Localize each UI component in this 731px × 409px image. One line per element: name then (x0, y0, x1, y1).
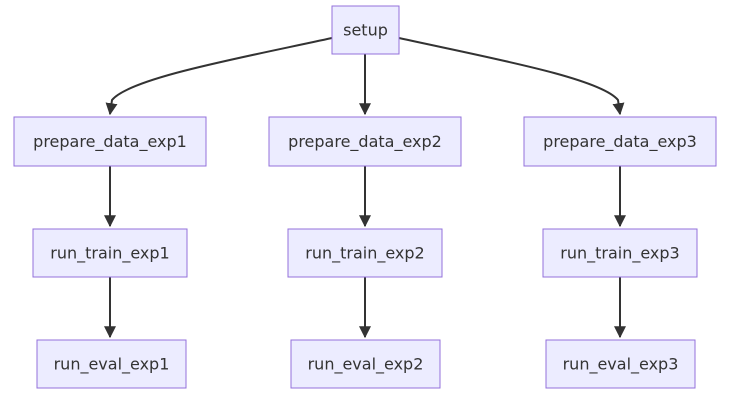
nodes: setup prepare_data_exp1 prepare_data_exp… (13, 5, 717, 389)
node-run-eval-exp3-label: run_eval_exp3 (563, 355, 679, 375)
edge-setup-to-prepare-data-exp3 (398, 37, 625, 116)
node-prepare-data-exp2[interactable]: prepare_data_exp2 (268, 116, 462, 167)
node-run-eval-exp1-label: run_eval_exp1 (54, 355, 170, 375)
node-run-train-exp3-label: run_train_exp3 (560, 244, 679, 264)
edge-setup-to-prepare-data-exp1 (105, 37, 333, 116)
node-run-eval-exp2[interactable]: run_eval_exp2 (290, 339, 441, 389)
edges (104, 37, 626, 339)
node-run-train-exp2-label: run_train_exp2 (305, 244, 424, 264)
node-prepare-data-exp3[interactable]: prepare_data_exp3 (523, 116, 717, 167)
node-setup[interactable]: setup (331, 5, 400, 55)
node-run-train-exp1[interactable]: run_train_exp1 (32, 228, 188, 278)
node-run-train-exp3[interactable]: run_train_exp3 (542, 228, 698, 278)
node-run-eval-exp3[interactable]: run_eval_exp3 (545, 339, 696, 389)
node-run-train-exp2[interactable]: run_train_exp2 (287, 228, 443, 278)
node-run-eval-exp1[interactable]: run_eval_exp1 (36, 339, 187, 389)
node-prepare-data-exp2-label: prepare_data_exp2 (288, 132, 442, 152)
node-prepare-data-exp1-label: prepare_data_exp1 (33, 132, 187, 152)
node-prepare-data-exp1[interactable]: prepare_data_exp1 (13, 116, 207, 167)
node-prepare-data-exp3-label: prepare_data_exp3 (543, 132, 697, 152)
node-run-train-exp1-label: run_train_exp1 (50, 244, 169, 264)
node-run-eval-exp2-label: run_eval_exp2 (308, 355, 424, 375)
node-setup-label: setup (343, 21, 388, 40)
